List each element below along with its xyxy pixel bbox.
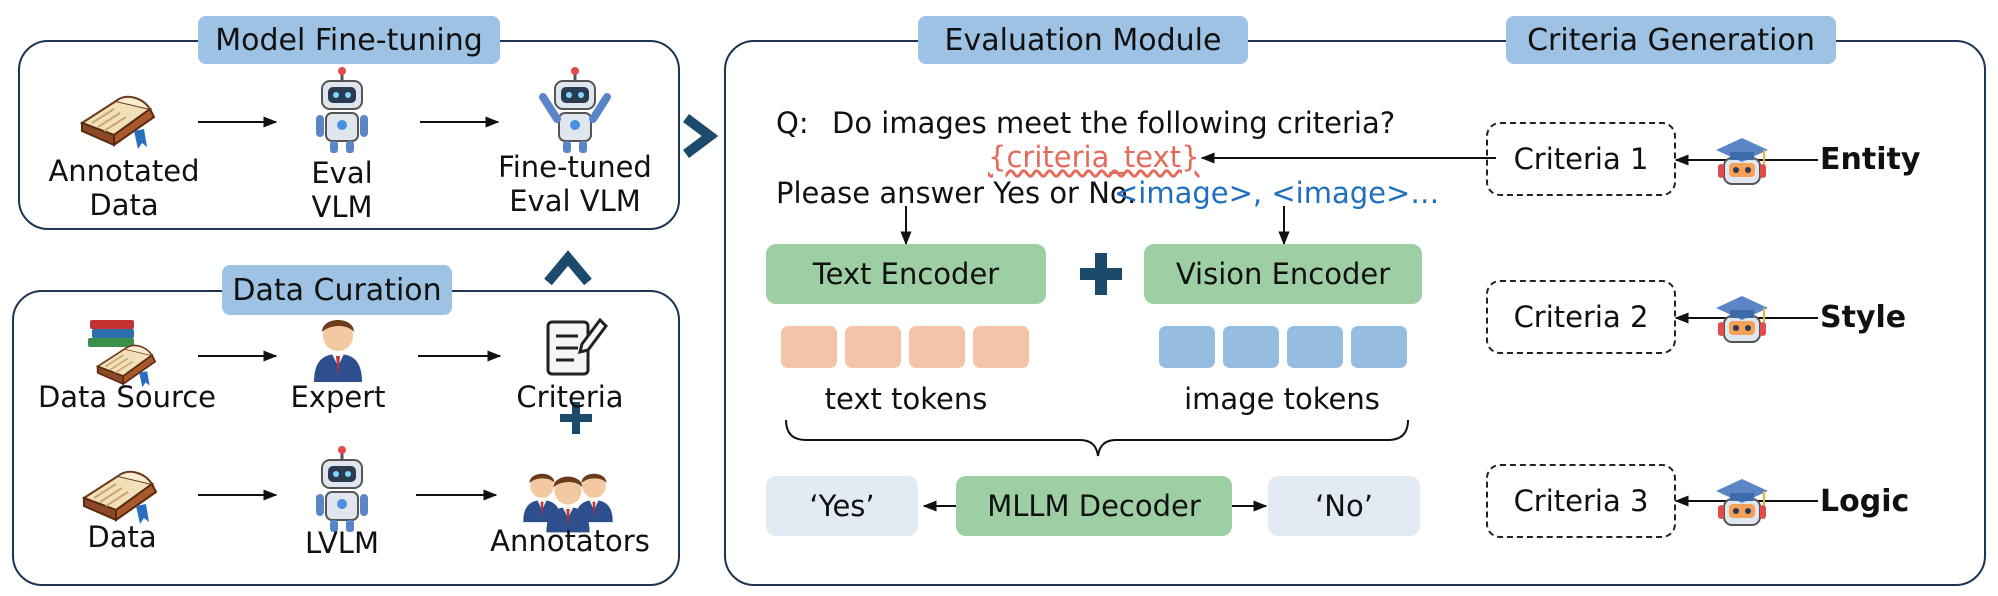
question-text: Do images meet the following criteria? <box>832 106 1396 140</box>
plus-icon <box>1080 253 1122 295</box>
image-tokens-label: image tokens <box>1184 382 1380 416</box>
text-token <box>781 326 837 368</box>
annotated-data-book-icon <box>81 95 155 150</box>
finetuned-vlm-label: Fine-tuned Eval VLM <box>498 150 652 218</box>
text-tokens-label: text tokens <box>824 382 988 416</box>
aspect-logic: Logic <box>1820 484 1910 519</box>
image-token <box>1351 326 1407 368</box>
lvlm-robot-icon <box>314 444 370 534</box>
criteria-box-3: Criteria 3 <box>1486 464 1676 538</box>
chevron-right-icon <box>683 114 719 158</box>
data-curation-title: Data Curation <box>222 265 452 315</box>
criteria-text-placeholder: {criteria_text} <box>988 140 1200 174</box>
expert-label: Expert <box>290 380 386 414</box>
text-encoder: Text Encoder <box>766 244 1046 304</box>
data-source-label: Data Source <box>37 380 217 414</box>
image-token <box>1287 326 1343 368</box>
chevron-up-icon <box>544 250 592 286</box>
question-prefix: Q: <box>776 106 809 140</box>
lvlm-label: LVLM <box>305 526 379 560</box>
data-book-icon <box>83 470 157 525</box>
criteria-document-icon <box>546 317 608 376</box>
image-token <box>1159 326 1215 368</box>
evaluation-module-title: Evaluation Module <box>918 16 1248 64</box>
text-token <box>909 326 965 368</box>
aspect-entity: Entity <box>1820 142 1921 177</box>
text-token <box>973 326 1029 368</box>
no-output: ‘No’ <box>1268 476 1420 536</box>
plus-icon <box>560 402 592 434</box>
data-source-books-icon <box>88 320 156 389</box>
annotators-label: Annotators <box>490 524 650 558</box>
token-brace <box>785 419 1409 457</box>
data-label: Data <box>87 520 157 554</box>
image-placeholders: <image>, <image>… <box>1114 176 1440 210</box>
criteria-generation-title: Criteria Generation <box>1506 16 1836 64</box>
eval-vlm-label: Eval VLM <box>311 156 373 224</box>
criteria-label: Criteria <box>516 380 624 414</box>
model-finetuning-title: Model Fine-tuning <box>198 16 500 64</box>
annotated-data-label: Annotated Data <box>48 154 200 222</box>
criteria-box-1: Criteria 1 <box>1486 122 1676 196</box>
aspect-style: Style <box>1820 300 1907 335</box>
vision-encoder: Vision Encoder <box>1144 244 1422 304</box>
evaluation-panel <box>724 40 1986 586</box>
finetuned-vlm-robot-icon <box>543 67 607 153</box>
yes-output: ‘Yes’ <box>766 476 918 536</box>
text-token <box>845 326 901 368</box>
expert-person-icon <box>314 320 362 382</box>
image-token <box>1223 326 1279 368</box>
eval-vlm-robot-icon <box>314 65 370 155</box>
answer-prompt: Please answer Yes or No. <box>776 176 1137 210</box>
mllm-decoder: MLLM Decoder <box>956 476 1232 536</box>
criteria-box-2: Criteria 2 <box>1486 280 1676 354</box>
